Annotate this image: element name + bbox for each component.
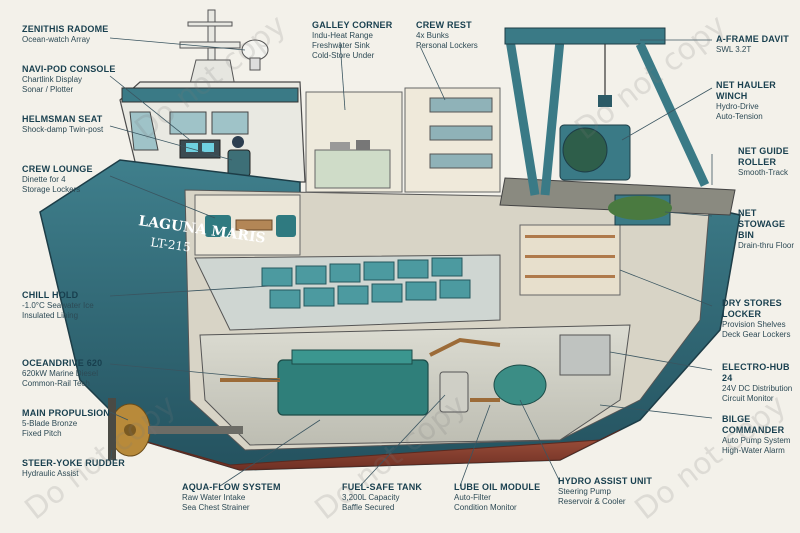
label-crew-lounge: CREW LOUNGE Dinette for 4 Storage Locker… bbox=[22, 164, 93, 194]
radome bbox=[241, 39, 269, 71]
label-navi-pod-console: NAVI-POD CONSOLE Chartlink Display Sonar… bbox=[22, 64, 116, 94]
label-lube-oil-module: LUBE OIL MODULE Auto-Filter Condition Mo… bbox=[454, 482, 541, 512]
label-zenithis-radome: ZENITHIS RADOME Ocean-watch Array bbox=[22, 24, 109, 44]
label-aqua-flow-system: AQUA-FLOW SYSTEM Raw Water Intake Sea Ch… bbox=[182, 482, 281, 512]
net-hauler-winch bbox=[559, 124, 631, 181]
hydro-unit bbox=[493, 364, 547, 406]
label-chill-hold: CHILL HOLD -1.0°C Seawater Ice Insulated… bbox=[22, 290, 94, 320]
label-net-guide-roller: NET GUIDE ROLLER Smooth-Track bbox=[738, 146, 789, 177]
label-galley-corner: GALLEY CORNER Indu-Heat Range Freshwater… bbox=[312, 20, 393, 60]
label-a-frame-davit: A-FRAME DAVIT SWL 3.2T bbox=[716, 34, 789, 54]
label-helmsman-seat: HELMSMAN SEAT Shock-damp Twin-post bbox=[22, 114, 104, 134]
label-dry-stores-locker: DRY STORES LOCKER Provision Shelves Deck… bbox=[722, 298, 791, 339]
label-hydro-assist-unit: HYDRO ASSIST UNIT Steering Pump Reservoi… bbox=[558, 476, 653, 506]
rudder bbox=[108, 398, 116, 460]
label-net-stowage-bin: NET STOWAGE BIN Drain-thru Floor bbox=[738, 208, 795, 250]
label-fuel-safe-tank: FUEL-SAFE TANK 3,200L Capacity Baffle Se… bbox=[342, 482, 423, 512]
mast bbox=[179, 9, 241, 93]
interior-cutaway bbox=[184, 87, 711, 451]
label-oceandrive-620: OCEANDRIVE 620 620kW Marine Diesel Commo… bbox=[22, 358, 103, 388]
label-steer-yoke-rudder: STEER-YOKE RUDDER Hydraulic Assist bbox=[22, 458, 125, 478]
label-net-hauler-winch: NET HAULER WINCH Hydro-Drive Auto-Tensio… bbox=[716, 80, 776, 121]
wheelhouse bbox=[119, 81, 306, 183]
main-engine bbox=[277, 359, 429, 416]
label-electro-hub-24: ELECTRO-HUB 24 24V DC Distribution Circu… bbox=[722, 362, 793, 403]
label-crew-rest: CREW REST 4x Bunks Personal Lockers bbox=[416, 20, 478, 50]
electrical-panel bbox=[559, 334, 611, 376]
leader-lines bbox=[109, 37, 713, 487]
aft-deck bbox=[499, 27, 736, 226]
label-main-propulsion: MAIN PROPULSION 5-Blade Bronze Fixed Pit… bbox=[22, 408, 111, 438]
propeller bbox=[109, 403, 243, 457]
fuel-tank bbox=[439, 371, 469, 413]
label-bilge-commander: BILGE COMMANDER Auto Pump System High-Wa… bbox=[722, 414, 791, 455]
vessel-registration: LT-215 bbox=[150, 235, 192, 254]
